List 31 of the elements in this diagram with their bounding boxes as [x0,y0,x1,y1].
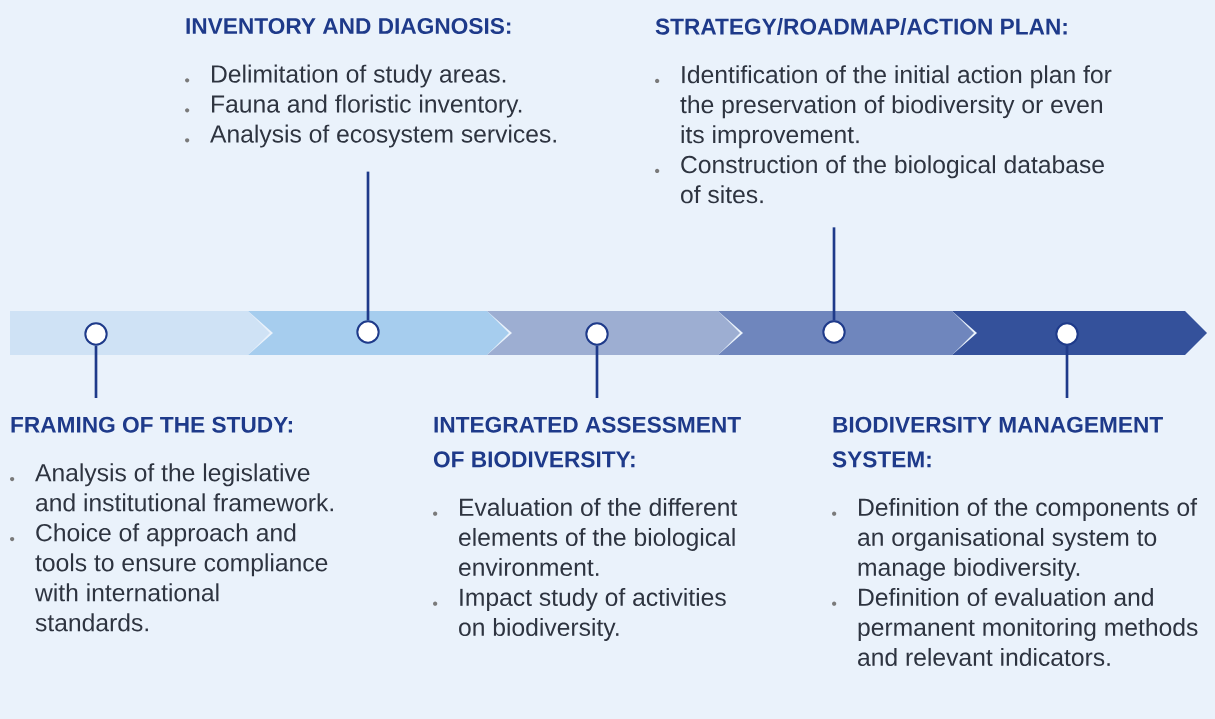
bullet-item: Analysis of the legislative and institutional framework. [10,463,333,512]
step-text-block [433,416,741,641]
timeline-marker [84,322,108,346]
heading: INTEGRATED ASSESSMENT OF BIODIVERSITY: [433,416,741,468]
heading: FRAMING OF THE STUDY: [11,416,292,433]
bullet-item: Construction of the biological database of sites. [655,155,1104,204]
step-text-block [185,18,556,148]
timeline-marker [356,320,380,344]
timeline-marker [822,320,846,344]
connector-line [595,345,599,398]
step-text-block [10,416,333,632]
bullet-item: Analysis of ecosystem services. [185,124,556,148]
bullet-item: Choice of approach and tools to ensure compliance with international standards. [10,523,328,632]
bullet-item: Delimitation of study areas. [185,64,506,88]
bullet-item: Evaluation of the different elements of the biological environment. [433,497,738,577]
connector-line [366,171,370,321]
bullet-item: Fauna and floristic inventory. [185,94,522,118]
bullet-item: Impact study of activities on biodiversity. [433,587,726,641]
step-text-block [832,416,1198,667]
connector-line [1065,345,1069,398]
heading: INVENTORY AND DIAGNOSIS: [186,18,511,35]
connector-line [832,227,836,321]
heading: BIODIVERSITY MANAGEMENT SYSTEM: [832,416,1163,468]
timeline-marker [1055,322,1079,346]
connector-line [94,345,98,398]
bullet-item: Definition of the components of an organisational system to manage biodiversity. [832,497,1198,581]
bullet-item: Definition of evaluation and permanent monitoring methods and relevant indicators. [832,587,1198,667]
bullet-item: Identification of the initial action plan for the preservation of biodiversity or even its improvement. [655,65,1112,149]
heading: STRATEGY/ROADMAP/ACTION PLAN: [655,18,1067,35]
timeline-marker [585,322,609,346]
step-text-block [655,18,1112,204]
